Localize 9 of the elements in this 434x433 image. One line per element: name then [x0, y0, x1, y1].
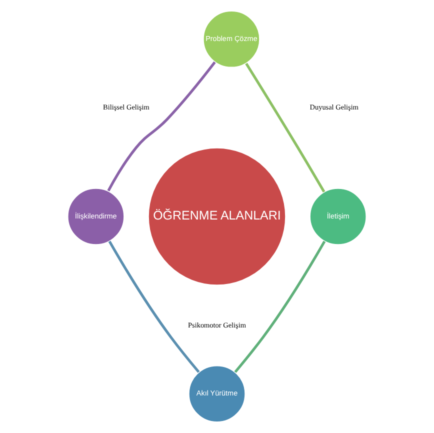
connector: [108, 240, 200, 373]
node-circle: Problem Çözme: [202, 10, 260, 68]
node-circle: İlişkilendirme: [66, 188, 125, 246]
connector: [234, 240, 326, 373]
node-circle: ÖĞRENME ALANLARI: [148, 147, 286, 286]
connector: [245, 62, 326, 192]
node-circle: İletişim: [309, 188, 368, 246]
connector: [107, 61, 216, 192]
node-circle: Akıl Yürütme: [188, 364, 246, 423]
